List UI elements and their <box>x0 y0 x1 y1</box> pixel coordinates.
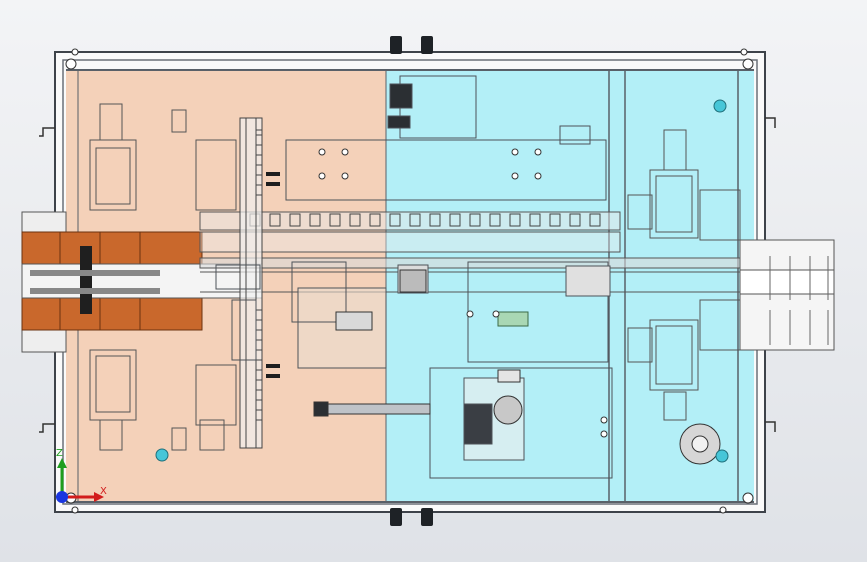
side-brackets <box>39 117 776 433</box>
right-outfeed-conveyor <box>739 239 835 351</box>
right-linear-modules <box>627 129 741 421</box>
corner-bolts <box>65 48 754 514</box>
left-infeed-conveyor <box>21 211 263 353</box>
left-linear-modules <box>89 103 237 451</box>
axis-triad: X Z <box>56 448 107 503</box>
cyan-markers <box>155 99 729 463</box>
pneumatic-cylinders <box>313 269 431 417</box>
chain-links <box>249 213 601 227</box>
motor-parts <box>493 311 529 425</box>
mounting-feet <box>390 36 433 526</box>
axis-x-label: X <box>100 486 107 497</box>
screw-heads <box>266 172 280 378</box>
transfer-rails <box>199 211 741 293</box>
vertical-rack-column <box>239 117 263 449</box>
mounting-holes <box>318 148 608 438</box>
rotary-disc <box>679 423 721 465</box>
axis-z-label: Z <box>56 448 63 459</box>
